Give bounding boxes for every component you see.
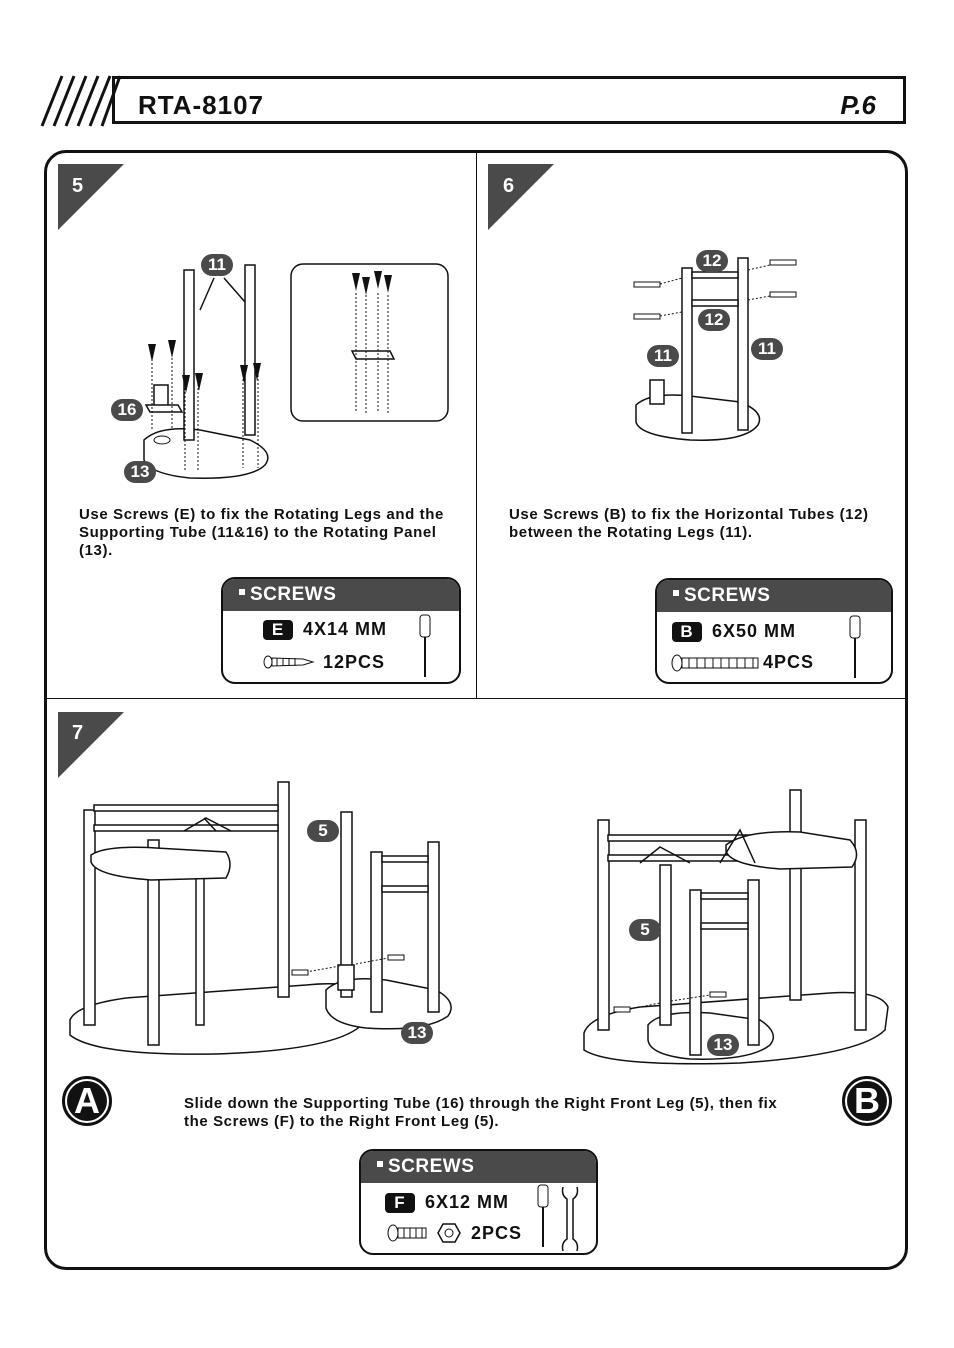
step-6-marker (488, 164, 554, 230)
callout-13-view-b: 13 (707, 1034, 739, 1056)
callout-13: 13 (124, 461, 156, 483)
screw-f-spec: F 6X12 MM (385, 1192, 509, 1213)
screw-letter-b: B (672, 622, 702, 642)
step-5-screws-box: SCREWS E 4X14 MM 12PCS (221, 577, 461, 684)
step-6-illustration (633, 257, 797, 441)
callout-16: 16 (111, 399, 143, 421)
screws-heading: SCREWS (657, 580, 891, 612)
screwdriver-icon (419, 614, 431, 677)
screw-e-qty: 12PCS (323, 652, 386, 672)
step-7-marker (58, 712, 124, 778)
step-7-number: 7 (72, 722, 84, 744)
step-6-instruction: Use Screws (B) to fix the Horizontal Tub… (509, 506, 869, 541)
screw-b-qty: 4PCS (763, 652, 815, 672)
screwdriver-icon (537, 1184, 549, 1247)
screwdriver-icon (849, 615, 861, 678)
view-a-marker: A (62, 1076, 112, 1126)
steps-frame (44, 150, 908, 1270)
step-6-screws-box: SCREWS B 6X50 MM 4PCS (655, 578, 893, 684)
step-7-instruction: Slide down the Supporting Tube (16) thro… (184, 1095, 778, 1130)
wrench-icon (561, 1186, 579, 1252)
header-bar (112, 76, 906, 124)
callout-11: 11 (201, 254, 233, 276)
screw-b-size: 6X50 MM (712, 621, 797, 641)
screw-f-icon (387, 1224, 427, 1242)
screw-f-qty: 2PCS (471, 1223, 523, 1243)
callout-13-view-a: 13 (401, 1022, 433, 1044)
step-7-view-b-illustration (583, 789, 889, 1065)
step-5-illustration (143, 264, 269, 479)
callout-11-right: 11 (751, 338, 783, 360)
screw-b-icon (671, 654, 759, 672)
screw-letter-e: E (263, 620, 293, 640)
screws-heading: SCREWS (223, 579, 459, 611)
model-number: RTA-8107 (138, 90, 265, 120)
page-number: P.6 (840, 90, 876, 120)
divider-horizontal (46, 698, 906, 699)
screw-letter-f: F (385, 1193, 415, 1213)
screw-b-spec: B 6X50 MM (672, 621, 796, 642)
step-6-number: 6 (503, 175, 515, 197)
callout-5-view-a: 5 (307, 820, 339, 842)
callout-11-left: 11 (647, 345, 679, 367)
screw-e-spec: E 4X14 MM (263, 619, 387, 640)
screws-heading: SCREWS (361, 1151, 596, 1183)
callout-5-view-b: 5 (629, 919, 661, 941)
step-5-number: 5 (72, 175, 84, 197)
callout-12-top: 12 (696, 250, 728, 272)
step-7-view-a-illustration (69, 781, 452, 1055)
step-5-marker (58, 164, 124, 230)
divider-vertical (476, 152, 477, 698)
step-7-screws-box: SCREWS F 6X12 MM 2PCS (359, 1149, 598, 1255)
view-b-marker: B (842, 1076, 892, 1126)
step-5-instruction: Use Screws (E) to fix the Rotating Legs … (79, 506, 444, 559)
callout-12-bottom: 12 (698, 309, 730, 331)
step-5-detail-inset (290, 263, 449, 422)
nut-icon (437, 1223, 461, 1243)
screw-e-icon (263, 655, 315, 669)
header-stripes-logo (40, 75, 122, 127)
screw-e-size: 4X14 MM (303, 619, 388, 639)
screw-f-size: 6X12 MM (425, 1192, 510, 1212)
